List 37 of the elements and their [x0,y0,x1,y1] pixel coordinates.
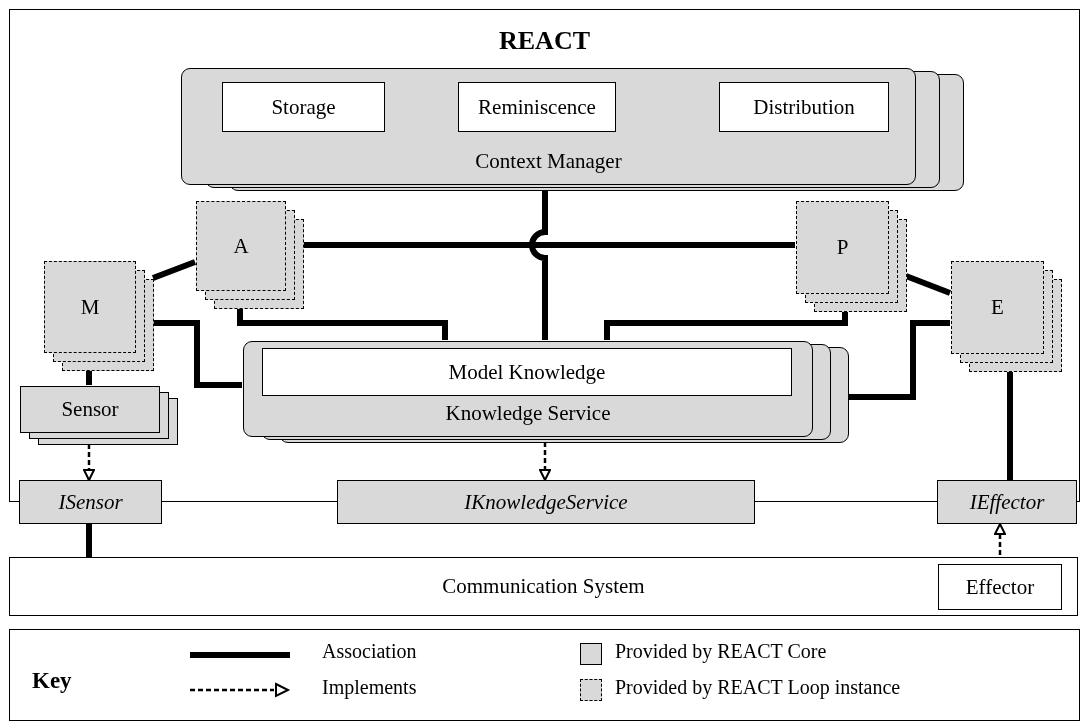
association-line [237,308,448,340]
association-line [86,370,92,385]
interface-box: IKnowledgeService [337,480,755,524]
association-line [153,320,242,388]
component-box: Reminiscence [458,82,616,132]
component-box: Sensor [20,386,160,433]
box-label: Context Manager [474,149,623,174]
component-box: Effector [938,564,1062,610]
association-line [848,320,950,400]
component-box [243,341,813,437]
box-label: Knowledge Service [444,401,612,426]
box-label: Communication System [442,574,645,599]
legend-label: Association [322,640,417,663]
association-line [86,524,92,557]
legend-label: Provided by REACT Core [615,640,827,663]
component-box: Model Knowledge [262,348,792,396]
component-box: Distribution [719,82,889,132]
loop-component-box: E [951,261,1044,354]
component-box [181,68,916,185]
association-line [303,242,795,248]
interface-box: IEffector [937,480,1077,524]
loop-component-box: P [796,201,889,294]
interface-box: ISensor [19,480,162,524]
frame-title: REACT [498,26,591,56]
association-line [151,259,197,281]
association-line [1007,371,1013,480]
system-box [9,557,1078,616]
implements-arrow [539,442,551,481]
loop-component-box: M [44,261,136,353]
implements-arrow [83,444,95,481]
loop-component-box: A [196,201,286,291]
association-line [604,311,848,340]
legend-label: Implements [322,676,417,699]
legend-label: Provided by REACT Loop instance [615,676,901,699]
component-box: Storage [222,82,385,132]
association-line [529,190,548,340]
legend-title: Key [32,668,72,694]
